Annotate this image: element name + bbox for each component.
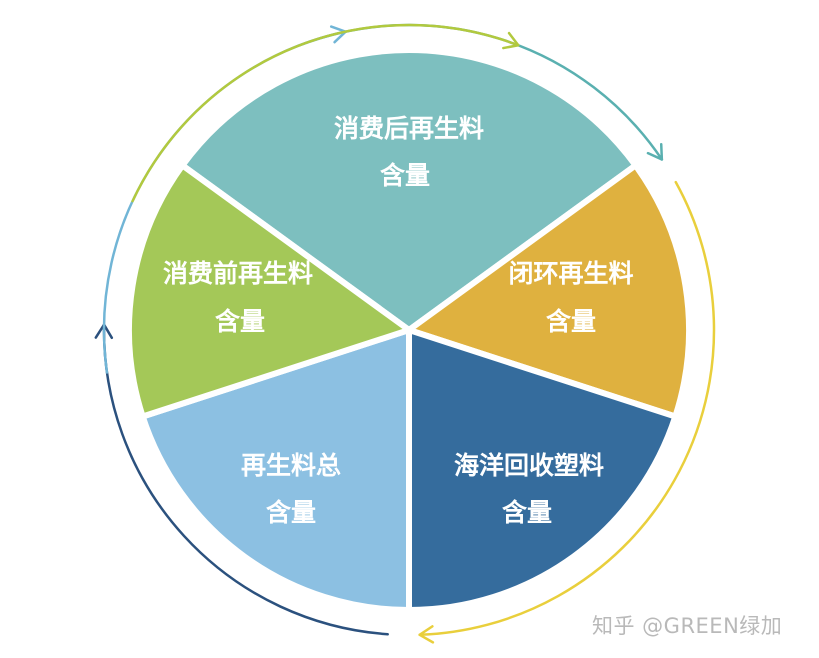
segment-ocean-plastic [406, 327, 679, 613]
arrow-head-icon [418, 625, 435, 644]
post-consumer-label-1: 消费后再生料 [334, 114, 484, 143]
cycle-arc-bottom-right [102, 323, 389, 636]
cycle-arc-right [418, 180, 716, 637]
ocean-plastic-label-2: 含量 [502, 498, 552, 527]
arrow-head-icon [646, 142, 664, 161]
post-consumer-label-2: 含量 [380, 161, 430, 190]
arrow-head-icon [502, 31, 520, 50]
segment-total-recycled [139, 327, 412, 613]
segment-post-consumer [179, 47, 639, 333]
total-recycled-label-1: 再生料总 [241, 451, 341, 480]
ocean-plastic-label-1: 海洋回收塑料 [454, 451, 604, 480]
pre-consumer-label-1: 消费前再生料 [163, 259, 313, 288]
closed-loop-label-2: 含量 [546, 307, 596, 336]
watermark: 知乎 @GREEN绿加 [592, 614, 783, 638]
total-recycled-label-2: 含量 [266, 498, 316, 527]
closed-loop-label-1: 闭环再生料 [508, 259, 633, 288]
segment-pre-consumer [126, 162, 412, 420]
pre-consumer-label-2: 含量 [215, 307, 265, 336]
segment-closed-loop [406, 162, 692, 420]
cycle-arc-left [131, 23, 520, 203]
